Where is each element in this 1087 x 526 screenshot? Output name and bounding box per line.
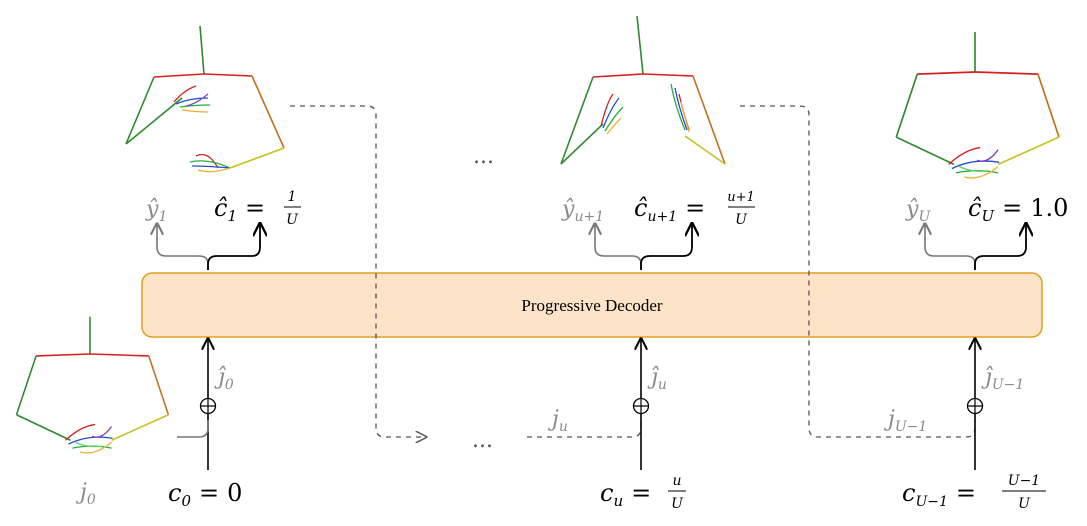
svg-text:cU−1=: cU−1= (902, 479, 976, 510)
input-jhat-label-1: ĵ0 (214, 365, 234, 393)
output-label-c-2: ĉu+1= u+1 U (634, 190, 755, 228)
svg-text:ĉ1=: ĉ1= (214, 194, 265, 225)
svg-text:U: U (671, 496, 684, 512)
ellipsis-top: ... (473, 144, 494, 169)
svg-text:c0=0: c0=0 (168, 479, 242, 510)
output-label-y-1: ŷ1 (145, 197, 167, 225)
svg-text:U: U (1018, 496, 1031, 512)
dashed-connector-1 (290, 105, 425, 437)
dashed-connector-2 (740, 105, 976, 438)
pose-skeleton-2 (560, 15, 726, 165)
output-label-c-3: ĉU=1.0 (968, 194, 1068, 225)
output-arrow-y-3 (925, 225, 976, 270)
plus-circle-3 (966, 397, 984, 415)
output-label-c-1: ĉ1= 1 U (214, 189, 301, 228)
pose-skeleton-initial (15, 315, 170, 454)
svg-text:U: U (735, 212, 748, 228)
pose-skeleton-3 (895, 31, 1060, 179)
svg-text:U−1: U−1 (1008, 473, 1040, 489)
progressive-decoder-box (141, 272, 1043, 338)
output-arrow-c-2 (640, 225, 692, 270)
svg-text:cu=: cu= (600, 479, 651, 510)
svg-text:ŷ1: ŷ1 (145, 197, 167, 225)
svg-text:ĉU=1.0: ĉU=1.0 (968, 194, 1068, 225)
initial-pose-label: j0 (75, 480, 96, 508)
input-c-label-3: cU−1= U−1 U (902, 473, 1046, 512)
progressive-decoder-label: Progressive Decoder (521, 296, 662, 315)
plus-circle-2 (632, 397, 650, 415)
input-jhat-label-2: ĵu (647, 365, 667, 393)
plus-circle-1 (199, 397, 217, 415)
output-arrow-y-2 (595, 225, 642, 270)
output-label-y-2: ŷu+1 (561, 197, 604, 225)
input-c-label-1: c0=0 (168, 479, 242, 510)
svg-text:ŷu+1: ŷu+1 (561, 197, 604, 225)
svg-text:U: U (286, 212, 299, 228)
input-j-label-3: jU−1 (883, 407, 927, 435)
output-arrow-y-1 (157, 225, 209, 270)
input-jhat-label-3: ĵU−1 (981, 365, 1024, 393)
svg-text:u: u (672, 473, 681, 489)
pose-skeleton-1 (125, 25, 285, 173)
output-arrow-c-1 (207, 225, 260, 270)
output-arrow-c-3 (974, 225, 1026, 270)
ellipsis-bottom: ... (472, 428, 493, 453)
svg-text:ŷU: ŷU (905, 197, 931, 225)
svg-text:ĉu+1=: ĉu+1= (634, 194, 705, 225)
output-label-y-3: ŷU (905, 197, 931, 225)
input-c-label-2: cu= u U (600, 473, 686, 512)
svg-text:1: 1 (288, 189, 297, 205)
input-j-label-2: ju (547, 407, 568, 435)
svg-text:u+1: u+1 (727, 190, 755, 205)
dashed-connector-ju (527, 420, 642, 438)
initial-pose-connector (177, 420, 209, 438)
